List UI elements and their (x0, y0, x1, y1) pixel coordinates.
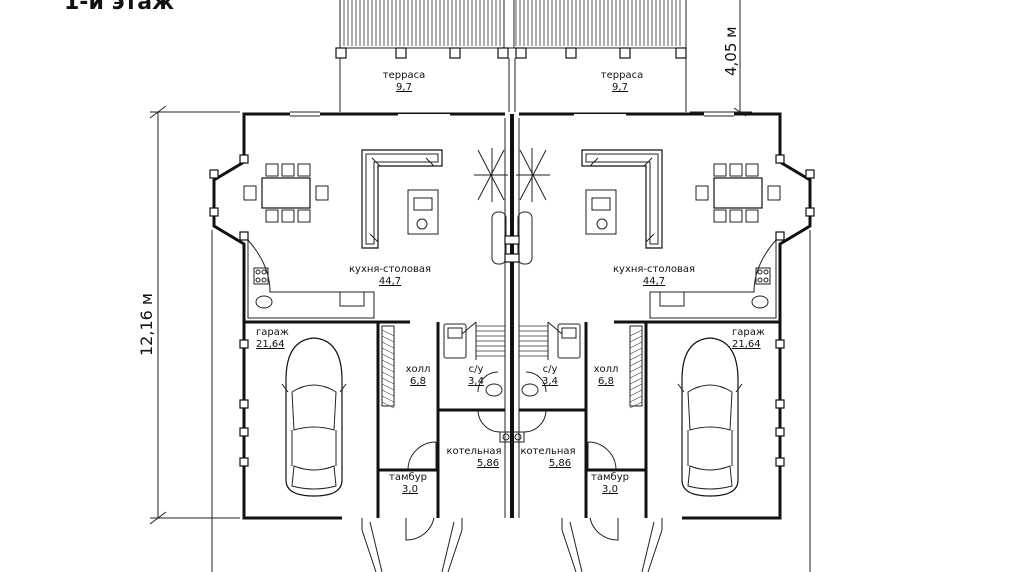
boiler-area: 5,86 (549, 458, 571, 469)
terrace-area: 9,7 (396, 82, 412, 93)
central-fireplaces (474, 148, 550, 265)
kitchen-area: 44,7 (379, 276, 401, 287)
sofa-right (581, 149, 663, 249)
room-labels-right: терраса 9,7 кухня-столовая 44,7 гараж 21… (520, 70, 764, 495)
boiler-name: котельная (446, 446, 501, 457)
vestibule-name: тамбур (591, 472, 629, 483)
dining-table-left (243, 163, 329, 223)
kitchen-counters (247, 238, 777, 319)
entrance-porches (361, 518, 663, 572)
dimension-terrace-label: 4,05 м (722, 27, 740, 76)
wc-area: 3,4 (468, 376, 484, 387)
garage-name: гараж (256, 327, 289, 338)
hall-name: холл (594, 364, 619, 375)
car-left (281, 337, 347, 497)
hall-area: 6,8 (598, 376, 614, 387)
wc-name: с/у (469, 364, 484, 375)
sofa-left (361, 149, 443, 249)
doors (405, 371, 619, 541)
terrace-pergola (335, 0, 687, 112)
wc-name: с/у (543, 364, 558, 375)
room-labels-left: терраса 9,7 кухня-столовая 44,7 гараж 21… (256, 70, 502, 495)
dining-table-right (695, 163, 781, 223)
car-right (677, 337, 743, 497)
dimension-house-label: 12,16 м (137, 293, 156, 356)
hall-name: холл (406, 364, 431, 375)
dimension-lines (149, 0, 811, 572)
garage-area: 21,64 (732, 339, 761, 350)
garage-area: 21,64 (256, 339, 285, 350)
kitchen-area: 44,7 (643, 276, 665, 287)
hall-wardrobes (381, 325, 643, 409)
vestibule-area: 3,0 (402, 484, 418, 495)
kitchen-name: кухня-столовая (613, 264, 695, 275)
vestibule-name: тамбур (389, 472, 427, 483)
interior-walls (244, 320, 780, 518)
floor-title: 1-й этаж (64, 0, 175, 15)
vestibule-area: 3,0 (602, 484, 618, 495)
terrace-area: 9,7 (612, 82, 628, 93)
terrace-name: терраса (383, 70, 425, 81)
boiler-name: котельная (520, 446, 575, 457)
hall-area: 6,8 (410, 376, 426, 387)
boiler-area: 5,86 (477, 458, 499, 469)
kitchen-name: кухня-столовая (349, 264, 431, 275)
wc-area: 3,4 (542, 376, 558, 387)
bathroom-fixtures (443, 323, 581, 443)
exterior-walls (209, 111, 815, 520)
terrace-name: терраса (601, 70, 643, 81)
garage-name: гараж (732, 327, 765, 338)
